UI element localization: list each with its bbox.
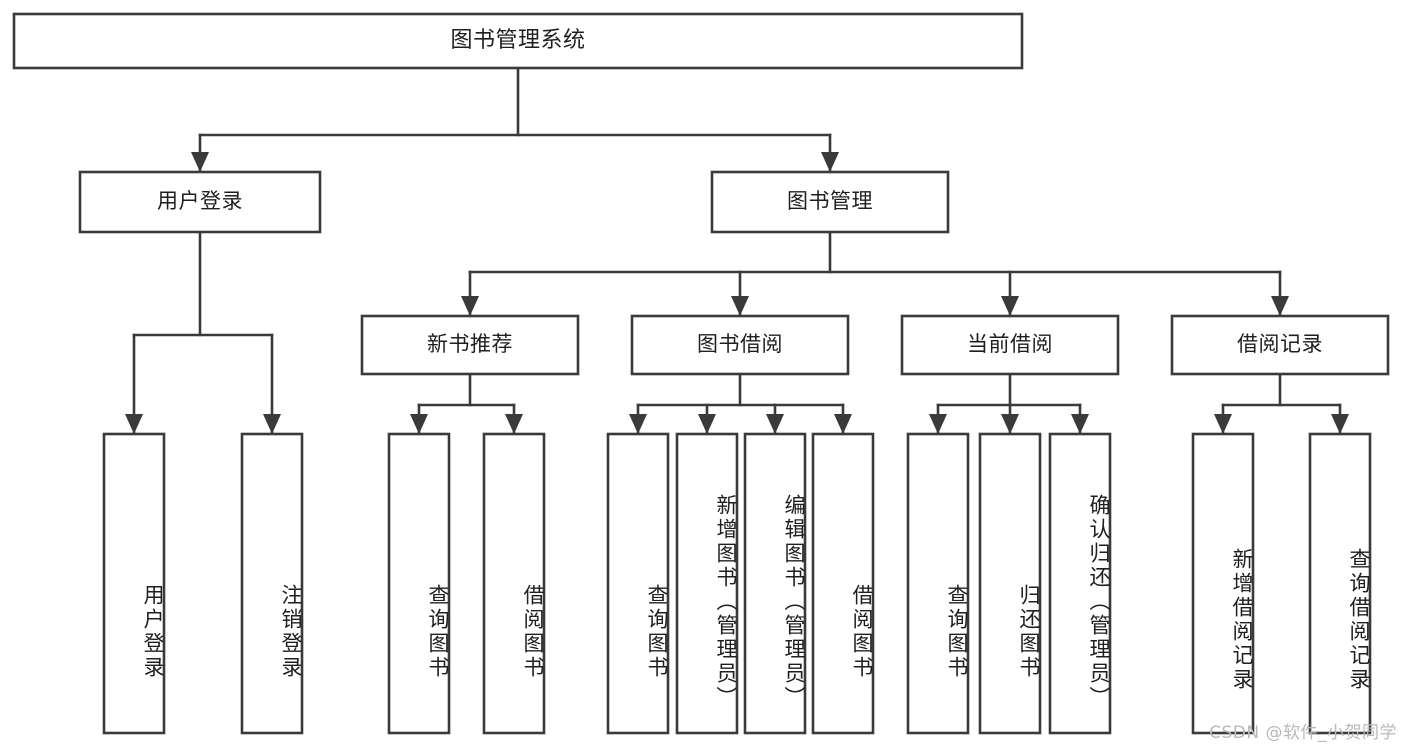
node-box-leaf-query-book-3: [906, 432, 970, 735]
node-box-leaf-edit-book: [743, 432, 807, 735]
arrow-head-icon-leaf-edit-book: [766, 414, 784, 434]
arrow-head-icon-leaf-add-record: [1214, 414, 1232, 434]
arrow-head-icon-leaf-user-logout: [263, 414, 281, 434]
arrow-head-icon-leaf-confirm-return: [1071, 414, 1089, 434]
node-boxes: [12, 12, 1390, 735]
arrow-head-icon-current-borrow: [1001, 296, 1019, 316]
node-box-leaf-query-record: [1308, 432, 1372, 735]
arrow-head-icon-leaf-query-book-3: [929, 414, 947, 434]
node-box-leaf-borrow-book-2: [811, 432, 875, 735]
arrow-head-icon-leaf-user-login: [125, 414, 143, 434]
arrow-head-icon-book-management: [821, 152, 839, 172]
csdn-watermark: CSDN @软件_小贺同学: [1209, 723, 1397, 743]
node-box-leaf-user-logout: [240, 432, 304, 735]
node-box-leaf-borrow-book-1: [482, 432, 546, 735]
arrow-head-icon-book-borrow: [731, 296, 749, 316]
node-box-current-borrow: [900, 314, 1120, 376]
node-box-user-login: [78, 170, 322, 234]
arrow-head-icon-leaf-query-record: [1331, 414, 1349, 434]
arrow-head-icon-leaf-return-book: [1001, 414, 1019, 434]
arrow-head-icon-user-login: [191, 152, 209, 172]
node-box-leaf-confirm-return: [1048, 432, 1112, 735]
node-box-leaf-add-record: [1191, 432, 1255, 735]
connector-lines: [125, 66, 1349, 436]
arrow-head-icon-leaf-borrow-book-2: [834, 414, 852, 434]
node-box-new-book-recommend: [360, 314, 580, 376]
node-box-leaf-user-login: [102, 432, 166, 735]
node-box-leaf-return-book: [978, 432, 1042, 735]
node-box-leaf-query-book-1: [387, 432, 451, 735]
node-box-leaf-add-book: [675, 432, 739, 735]
node-box-leaf-query-book-2: [606, 432, 670, 735]
arrow-head-icon-borrow-record: [1271, 296, 1289, 316]
arrow-head-icon-leaf-borrow-book-1: [505, 414, 523, 434]
arrow-head-icon-leaf-add-book: [698, 414, 716, 434]
node-box-root: [12, 12, 1024, 70]
node-box-book-management: [710, 170, 950, 234]
arrow-head-icon-leaf-query-book-2: [629, 414, 647, 434]
arrow-head-icon-leaf-query-book-1: [410, 414, 428, 434]
arrow-head-icon-new-book-recommend: [461, 296, 479, 316]
node-box-borrow-record: [1170, 314, 1390, 376]
node-box-book-borrow: [630, 314, 850, 376]
